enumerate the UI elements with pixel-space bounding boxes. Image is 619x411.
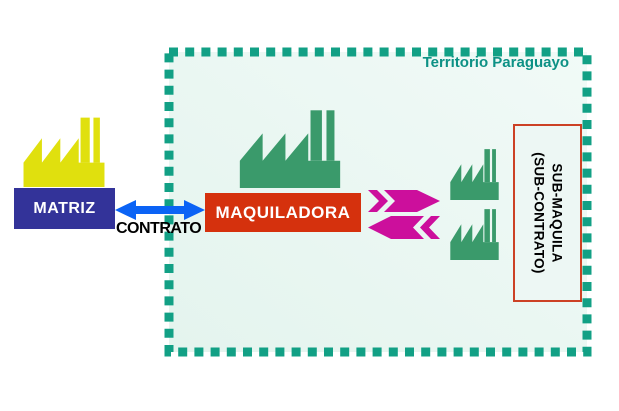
maquiladora-box: MAQUILADORA xyxy=(205,193,361,232)
contract-double-headed-arrow-icon xyxy=(115,200,205,220)
submaquila-box: SUB-MAQUILA (SUB-CONTRATO) xyxy=(513,124,582,302)
submaquila-factory-icon-1 xyxy=(450,149,499,200)
submaquila-label-line1: SUB-MAQUILA xyxy=(549,163,565,263)
contract-label: CONTRATO xyxy=(116,220,202,237)
submaquila-label-line2: (SUB-CONTRATO) xyxy=(531,152,547,274)
maquiladora-label: MAQUILADORA xyxy=(215,202,351,222)
submaquila-label: SUB-MAQUILA (SUB-CONTRATO) xyxy=(530,152,565,273)
territory-label: Territorio Paraguayo xyxy=(422,54,569,71)
matriz-factory-icon xyxy=(23,117,105,187)
matriz-label: MATRIZ xyxy=(33,199,96,217)
matriz-box: MATRIZ xyxy=(14,188,115,229)
maquiladora-factory-icon xyxy=(239,110,341,188)
flow-chevron-arrow-left-icon xyxy=(368,216,440,239)
submaquila-factory-icon-2 xyxy=(450,209,499,260)
flow-chevron-arrow-right-icon xyxy=(368,190,440,212)
